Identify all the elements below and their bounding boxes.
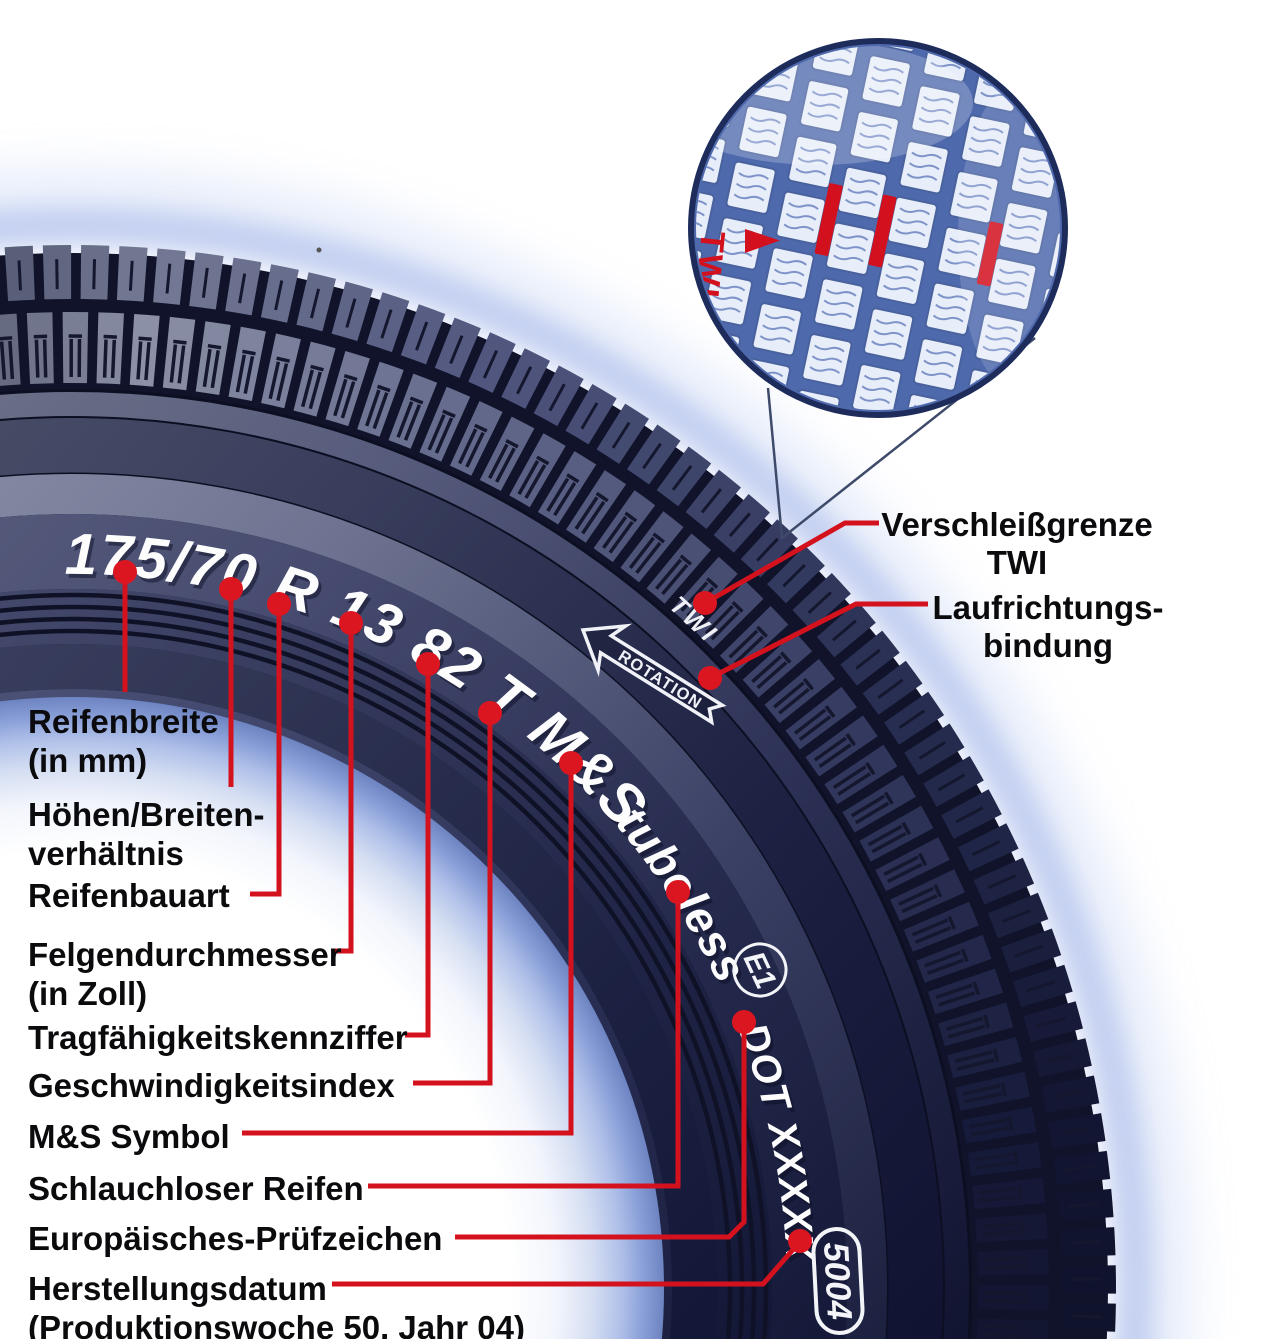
connector-herstellungsdatum	[332, 1243, 799, 1287]
marker-dot-laufrichtung	[698, 666, 722, 690]
production-date-stamp: 5004	[811, 1227, 865, 1335]
label-herstellungsdatum: Herstellungsdatum(Produktionswoche 50, J…	[28, 1270, 525, 1339]
label-reifenbreite: Reifenbreite(in mm)	[28, 703, 219, 779]
inset-tread-pattern	[696, 46, 1060, 410]
label-felgendurchmesser: Felgendurchmesser(in Zoll)	[28, 936, 342, 1012]
label-tragfaehigkeitskennziffer: Tragfähigkeitskennziffer	[28, 1019, 408, 1056]
connector-reifenbauart	[250, 609, 282, 897]
marker-dots	[113, 560, 812, 1253]
label-geschwindigkeitsindex: Geschwindigkeitsindex	[28, 1067, 395, 1104]
marker-dot-felgendurchmesser	[339, 611, 363, 635]
marker-dot-pruefzeichen	[732, 1010, 756, 1034]
sidewall-rings	[0, 389, 972, 1339]
label-schlauchloser-reifen: Schlauchloser Reifen	[28, 1170, 364, 1207]
tread-blocks	[0, 245, 1117, 1339]
marker-dot-tragfaehigkeit	[416, 652, 440, 676]
connector-lines	[122, 520, 928, 1287]
inner-bead-glow	[0, 697, 664, 1339]
connector-laufrichtung	[708, 601, 928, 681]
connector-schlauchlos	[368, 897, 681, 1189]
marker-dot-herstellungsdatum	[788, 1229, 812, 1253]
tread-inset: TWI	[688, 38, 1068, 418]
label-reifenbauart: Reifenbauart	[28, 877, 230, 914]
connector-pruefzeichen	[455, 1027, 747, 1240]
label-ms-symbol: M&S Symbol	[28, 1118, 230, 1155]
marker-dot-verschleissgrenze	[693, 591, 717, 615]
label-hoehen-breiten-verhaeltnis: Höhen/Breiten-verhältnis	[28, 796, 265, 872]
marker-dot-ms-symbol	[559, 751, 583, 775]
connector-felgendurchmesser	[332, 628, 354, 954]
svg-text:5004: 5004	[816, 1241, 859, 1321]
tire-outer-glow	[0, 165, 1196, 1339]
marker-dot-reifenbreite	[113, 560, 137, 584]
connector-verschleissgrenze	[703, 520, 879, 606]
twi-pointer-triangle	[745, 229, 780, 253]
label-europaeisches-pruefzeichen: Europäisches-Prüfzeichen	[28, 1220, 443, 1257]
marker-dot-reifenbauart	[267, 592, 291, 616]
marker-dot-hoehen-breiten	[219, 577, 243, 601]
inset-callout-lines	[766, 337, 1036, 541]
connector-tragfaehigkeit	[405, 669, 431, 1038]
artifact-speck	[316, 247, 322, 253]
connector-ms-symbol	[242, 768, 574, 1136]
connector-geschwindigkeit	[413, 718, 493, 1086]
marker-dot-schlauchlos	[666, 880, 690, 904]
label-laufrichtungsbindung: Laufrichtungs-bindung	[932, 589, 1164, 664]
marker-dot-geschwindigkeit	[478, 701, 502, 725]
